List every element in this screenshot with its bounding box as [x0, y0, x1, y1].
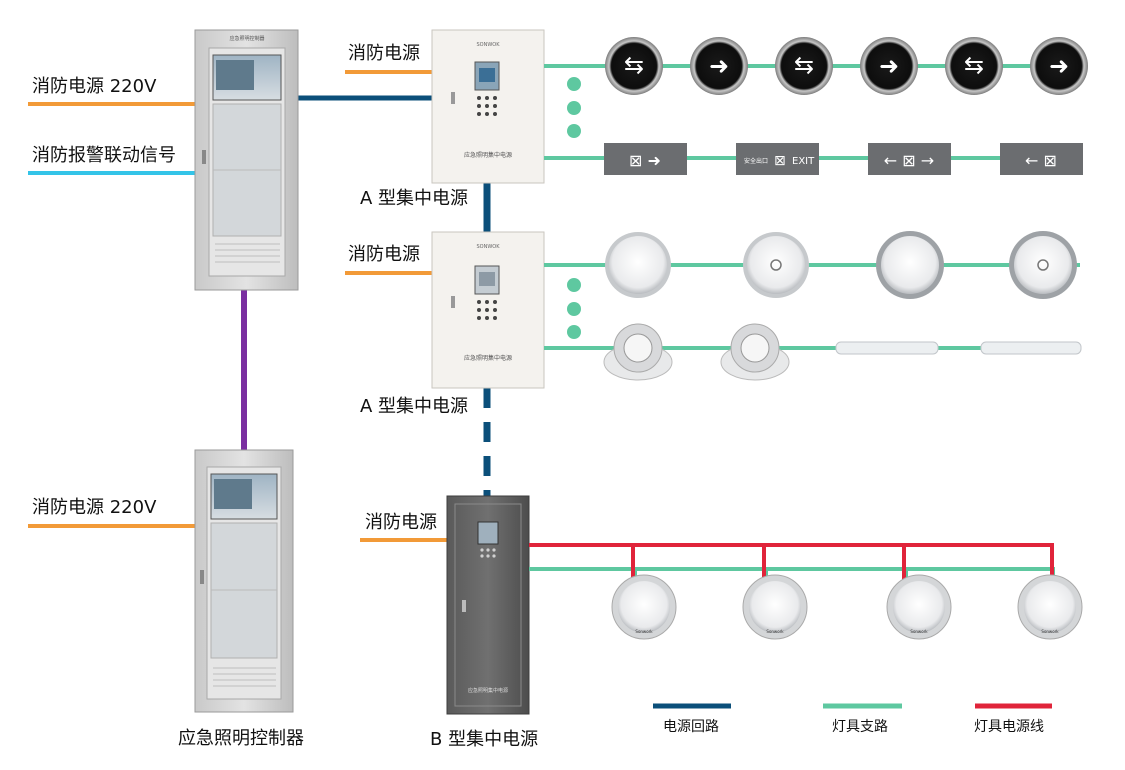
legend-label-power-line: 灯具电源线 [974, 719, 1044, 735]
label-b-type: B 型集中电源 [430, 729, 539, 750]
label-a-type-1: A 型集中电源 [360, 188, 469, 209]
input-lines [28, 70, 491, 542]
controller-cabinet-top: 应急照明控制器 [194, 29, 299, 291]
svg-text:⇆: ⇆ [964, 51, 984, 79]
cabinet-top-caption: 应急照明控制器 [229, 35, 264, 42]
exit-sign-4: ← ⊠ [1000, 143, 1083, 175]
svg-text:Sonwork: Sonwork [910, 629, 928, 634]
exit-text: EXIT [792, 156, 815, 167]
svg-text:Sonwork: Sonwork [635, 629, 653, 634]
label-fire-power-a1: 消防电源 [348, 43, 420, 64]
a-unit-1-caption: 应急照明集中电源 [464, 151, 512, 159]
exit-sign-1: ⊠ ➜ [604, 143, 687, 175]
svg-text:← ⊠: ← ⊠ [1025, 151, 1057, 170]
svg-text:➜: ➜ [879, 52, 899, 80]
downlight-row: Sonwork Sonwork Sonwork Sonwork [611, 574, 1083, 640]
label-fire-power-220v-2: 消防电源 220V [32, 497, 157, 518]
svg-text:⊠: ⊠ [774, 153, 786, 169]
exit-sign-2: 安全出口 ⊠ EXIT [736, 143, 819, 175]
lamp-power-line [529, 543, 1054, 580]
svg-text:➜: ➜ [1049, 52, 1069, 80]
label-fire-power-b: 消防电源 [365, 512, 437, 533]
exit-sign-3: ← ⊠ → [868, 143, 951, 175]
label-a-type-2: A 型集中电源 [360, 396, 469, 417]
label-controller: 应急照明控制器 [178, 728, 304, 749]
svg-text:⇆: ⇆ [794, 51, 814, 79]
b-unit-caption: 应急照明集中电源 [468, 687, 508, 694]
svg-text:Sonwork: Sonwork [1041, 629, 1059, 634]
directional-lamp-row: ⇆ ➜ ⇆ ➜ ⇆ ➜ [605, 37, 1088, 95]
exit-sign-row: ⊠ ➜ 安全出口 ⊠ EXIT ← ⊠ → ← ⊠ [604, 143, 1083, 175]
a-type-unit-1: SONWOK 应急照明集中电源 [431, 29, 545, 184]
branch-dots [567, 77, 581, 339]
a-unit-2-caption: 应急照明集中电源 [464, 354, 512, 362]
tube-lamp-2 [980, 341, 1082, 355]
b-type-unit: 应急照明集中电源 [446, 495, 530, 715]
controller-cabinet-bottom [194, 449, 294, 713]
label-fire-power-a2: 消防电源 [348, 244, 420, 265]
svg-text:SONWOK: SONWOK [476, 244, 500, 250]
a-type-unit-2: SONWOK 应急照明集中电源 [431, 231, 545, 389]
ceiling-lamp-row [605, 231, 1077, 299]
svg-text:Sonwork: Sonwork [766, 629, 784, 634]
label-fire-power-220v-1: 消防电源 220V [32, 76, 157, 97]
svg-text:⊠ ➜: ⊠ ➜ [629, 151, 661, 170]
svg-text:➜: ➜ [709, 52, 729, 80]
label-fire-alarm-signal: 消防报警联动信号 [32, 145, 176, 166]
legend-label-branch: 灯具支路 [832, 719, 888, 735]
svg-text:SONWOK: SONWOK [476, 42, 500, 48]
tube-lamp-1 [835, 341, 939, 355]
spot-lamp-row [603, 323, 1082, 381]
svg-text:⇆: ⇆ [624, 51, 644, 79]
svg-text:← ⊠ →: ← ⊠ → [884, 151, 934, 170]
legend-label-power-loop: 电源回路 [663, 719, 719, 735]
safe-exit-text: 安全出口 [744, 157, 768, 165]
